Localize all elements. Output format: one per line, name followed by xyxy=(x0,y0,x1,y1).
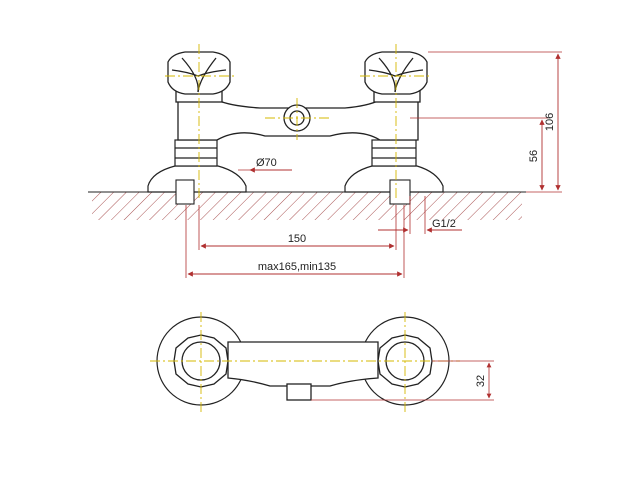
dim-thread: G1/2 xyxy=(432,218,456,230)
dim-spout-offset: 32 xyxy=(475,375,487,387)
dim-adjust-range: max165,min135 xyxy=(258,261,336,273)
dimension-lines xyxy=(187,53,561,277)
top-view: 32 xyxy=(150,312,494,412)
plan-body xyxy=(227,341,379,401)
right-flange xyxy=(344,139,444,193)
dim-height-total: 106 xyxy=(544,113,556,131)
plan-dimension xyxy=(311,360,494,401)
dim-flange-diameter: Ø70 xyxy=(256,157,277,169)
inlet-pipes xyxy=(175,179,411,205)
dim-height-inlet: 56 xyxy=(528,150,540,162)
right-handle-icon xyxy=(364,51,428,103)
left-flange xyxy=(147,139,247,193)
plan-centerlines xyxy=(150,312,460,412)
dim-inlet-spacing: 150 xyxy=(288,233,306,245)
mixer-body xyxy=(177,99,419,141)
front-view: 106 56 Ø70 G1/2 150 max165,min135 xyxy=(88,44,562,278)
wall-section xyxy=(88,191,526,220)
front-centerlines xyxy=(165,44,432,200)
